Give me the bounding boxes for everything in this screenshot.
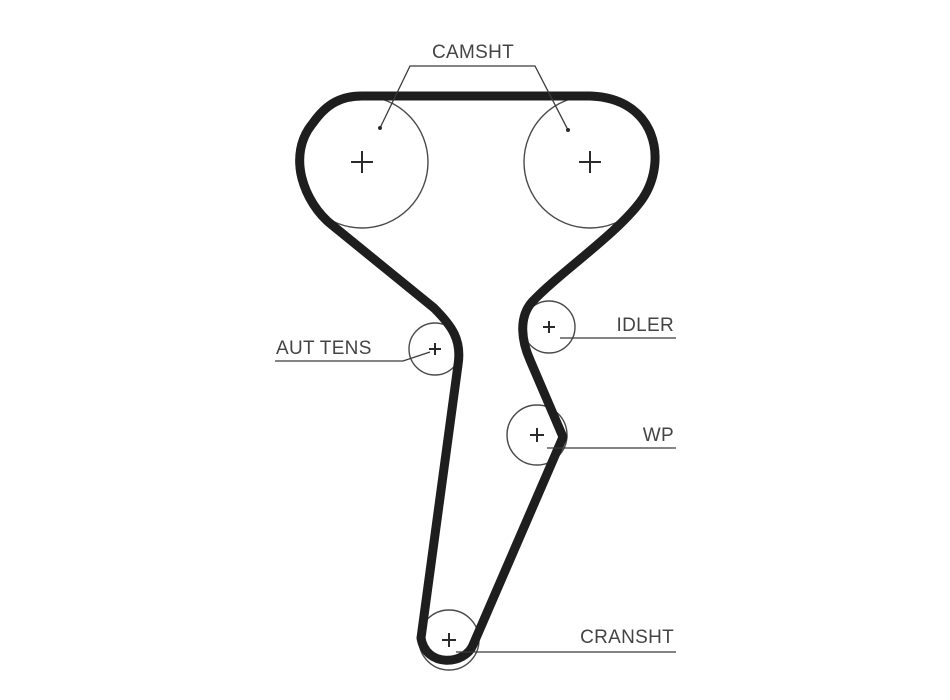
camshaft-leader-lines (378, 65, 570, 132)
tensioner-label: AUT TENS (276, 338, 372, 359)
tensioner-leader-line (275, 351, 431, 362)
timing-belt (295, 91, 660, 665)
camshaft-label: CAMSHT (432, 42, 514, 63)
crankshaft-label: CRANSHT (580, 627, 674, 648)
camshaft-left-center-icon (351, 151, 373, 173)
tensioner-center-icon (429, 343, 441, 355)
idler-center-icon (543, 321, 555, 333)
crankshaft-center-icon (442, 633, 456, 647)
water-pump-label: WP (643, 425, 674, 446)
water-pump-center-icon (530, 428, 544, 442)
camshaft-right-center-icon (579, 151, 601, 173)
idler-label: IDLER (617, 315, 674, 336)
